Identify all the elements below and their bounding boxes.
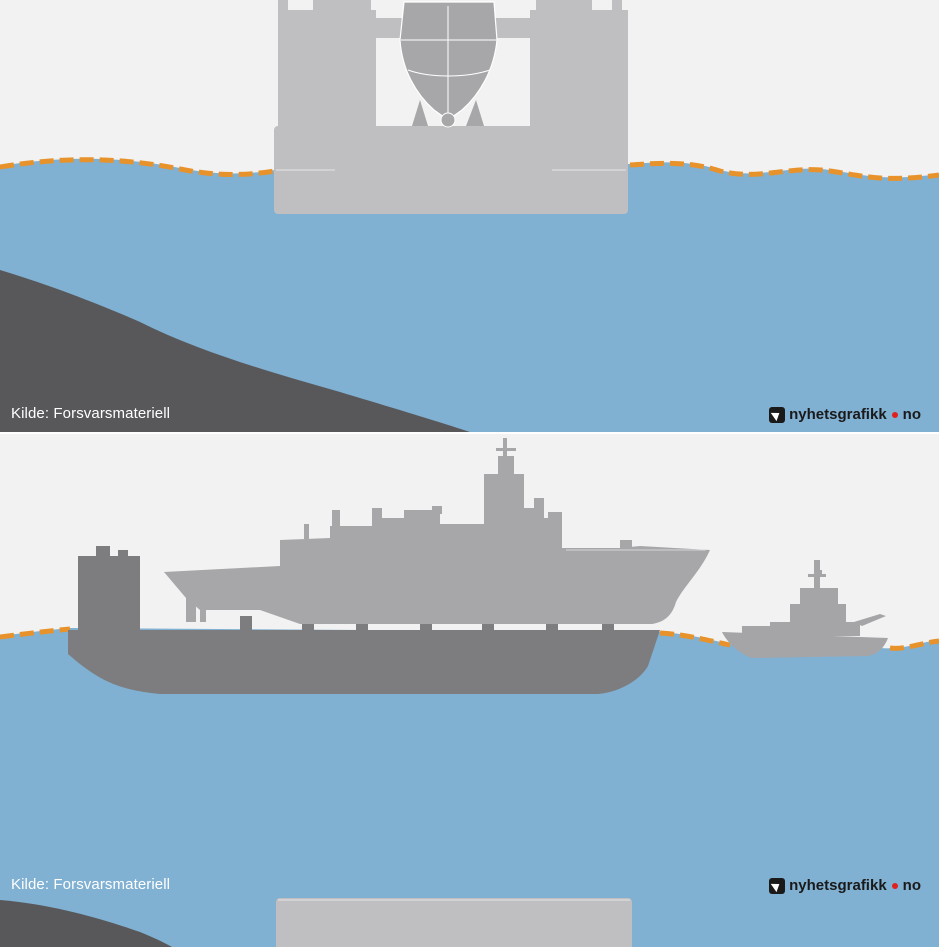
oil-boom-right: [659, 630, 939, 651]
heavy-lift-barge: [68, 546, 660, 694]
source-credit: Kilde: Forsvarsmateriell: [11, 405, 171, 422]
scene-dry-dock: [0, 0, 939, 432]
oil-boom-left: [0, 157, 276, 177]
panel-barge-side-view: Kilde: Forsvarsmateriell nyhetsgrafikk no: [0, 434, 939, 947]
brand-dot-icon: [891, 882, 898, 889]
tug-boat: [722, 560, 888, 658]
oil-boom-right: [629, 160, 939, 181]
source-credit: Kilde: Forsvarsmateriell: [11, 876, 171, 893]
frigate-side-view: [164, 438, 710, 624]
brand-tld: no: [902, 406, 921, 423]
floating-dry-dock: [274, 0, 628, 214]
submerged-dry-dock: [276, 898, 632, 947]
cursor-icon: [769, 406, 786, 423]
frigate-front-view: [399, 1, 498, 128]
scene-barge: [0, 434, 939, 947]
brand-logo: nyhetsgrafikk no: [769, 406, 921, 423]
cursor-icon: [769, 877, 786, 894]
oil-boom-left: [0, 626, 71, 640]
seabed: [0, 270, 470, 432]
brand-tld: no: [902, 877, 921, 894]
water: [0, 628, 939, 947]
panel-dry-dock-front-view: Kilde: Forsvarsmateriell nyhetsgrafikk no: [0, 0, 939, 432]
seabed: [0, 900, 172, 947]
brand-logo: nyhetsgrafikk no: [769, 877, 921, 894]
brand-name: nyhetsgrafikk: [789, 877, 887, 894]
panel-divider: [0, 432, 939, 434]
brand-name: nyhetsgrafikk: [789, 406, 887, 423]
brand-dot-icon: [891, 411, 898, 418]
